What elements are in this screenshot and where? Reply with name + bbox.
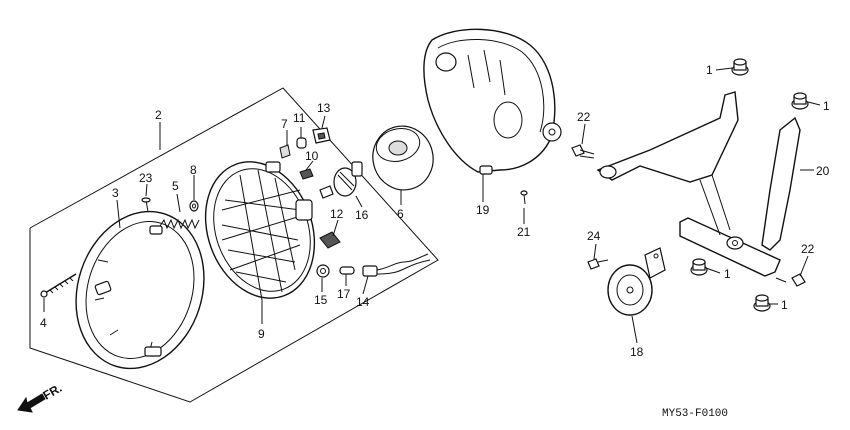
callout-19: 19 xyxy=(476,203,490,217)
callout-16: 16 xyxy=(355,208,369,222)
headlight-bulb-part xyxy=(319,161,363,199)
callout-13: 13 xyxy=(317,101,331,115)
callout-11: 11 xyxy=(293,111,306,125)
callout-23: 23 xyxy=(139,171,153,185)
horn-part xyxy=(607,247,666,316)
collar-part-c xyxy=(690,258,708,276)
position-bulb-part xyxy=(339,266,355,275)
callout-12: 12 xyxy=(330,207,344,221)
callout-1: 1 xyxy=(724,267,731,281)
spring-part xyxy=(159,218,200,230)
long-screw-part xyxy=(40,273,77,298)
callout-15: 15 xyxy=(314,293,328,307)
callout-24: 24 xyxy=(587,229,601,243)
rubber-plug-part xyxy=(296,137,307,149)
front-direction-indicator: FR. xyxy=(17,381,64,413)
callout-7: 7 xyxy=(281,117,288,131)
callout-6: 6 xyxy=(397,207,404,221)
position-socket-part xyxy=(362,253,431,277)
grommet-part xyxy=(316,264,330,278)
callout-10: 10 xyxy=(305,149,319,163)
callout-18: 18 xyxy=(630,345,644,359)
washer-part xyxy=(189,200,199,212)
callout-9: 9 xyxy=(258,327,265,341)
leader-lines xyxy=(43,67,821,344)
callout-2: 2 xyxy=(155,108,162,122)
collar-part-d xyxy=(753,294,771,312)
small-screw-part xyxy=(141,197,151,213)
bolt-part-lower xyxy=(775,273,806,287)
callout-4: 4 xyxy=(40,316,47,330)
callout-1: 1 xyxy=(781,298,788,312)
horn-bolt-part xyxy=(587,258,609,270)
front-arrow-icon xyxy=(17,393,46,413)
bulb-socket-part xyxy=(319,231,341,249)
callout-1: 1 xyxy=(823,99,830,113)
assembly-boundary xyxy=(29,87,439,403)
headlight-case-part xyxy=(423,28,562,175)
case-screw-part xyxy=(520,190,528,205)
bolt-part-upper xyxy=(571,144,595,159)
collar-part-b xyxy=(791,92,809,110)
callout-22: 22 xyxy=(801,242,815,256)
dust-cover-part xyxy=(372,125,434,191)
socket-part xyxy=(312,127,331,144)
callout-14: 14 xyxy=(356,295,370,309)
headlight-bracket-part xyxy=(596,91,801,277)
callout-21: 21 xyxy=(517,225,531,239)
callout-labels: 1 1 1 1 2 3 4 5 6 7 8 9 10 11 12 13 14 1… xyxy=(40,63,830,359)
headlight-unit-part xyxy=(204,161,316,301)
headlight-rim-part xyxy=(75,210,205,370)
callout-3: 3 xyxy=(112,186,119,200)
callout-1: 1 xyxy=(706,63,713,77)
callout-20: 20 xyxy=(816,164,830,178)
callout-8: 8 xyxy=(190,163,197,177)
callout-17: 17 xyxy=(337,287,351,301)
clip-part xyxy=(279,144,291,159)
collar-part-a xyxy=(731,58,749,76)
callout-5: 5 xyxy=(172,179,179,193)
callout-22: 22 xyxy=(577,110,591,124)
bracket-clip-part xyxy=(299,168,314,180)
diagram-code: MY53-F0100 xyxy=(662,408,728,420)
